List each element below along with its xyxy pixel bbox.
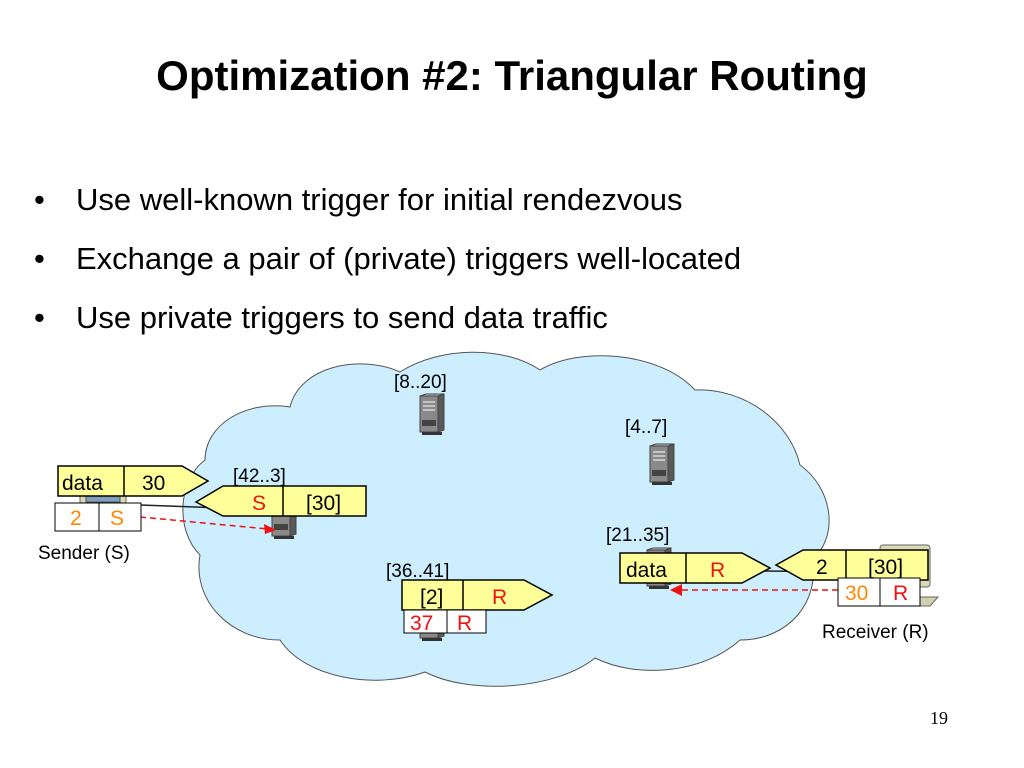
receiver-trigger: 30 R xyxy=(837,577,921,607)
network-cloud xyxy=(182,351,830,687)
bullet-item: Use well-known trigger for initial rende… xyxy=(30,170,741,229)
data-packet-r: data R xyxy=(619,552,772,584)
server-label: [42..3] xyxy=(233,466,286,487)
trigger-cell: S xyxy=(252,492,266,515)
page-number: 19 xyxy=(930,708,948,728)
packet-cell: 2 xyxy=(816,556,828,579)
slide-title: Optimization #2: Triangular Routing xyxy=(156,52,868,99)
server-label: [4..7] xyxy=(625,417,667,438)
packet-cell: R xyxy=(710,559,725,582)
sender-trigger: 2 S xyxy=(54,502,142,532)
packet-cell: data xyxy=(62,472,103,495)
server-icon xyxy=(419,393,445,436)
sender-label: Sender (S) xyxy=(38,543,130,564)
bullet-list: Use well-known trigger for initial rende… xyxy=(30,170,741,347)
server-label: [21..35] xyxy=(606,525,669,546)
receiver-packet: 2 [30] xyxy=(774,549,929,581)
trigger-cell: 37 xyxy=(410,612,433,635)
server-label: [36..41] xyxy=(386,561,449,582)
packet-cell: 30 xyxy=(142,472,165,495)
sender-data-packet: data 30 xyxy=(57,465,210,497)
bullet-item: Use private triggers to send data traffi… xyxy=(30,288,741,347)
server-icon xyxy=(649,443,675,486)
packet-cell: data xyxy=(626,559,667,582)
dashed-arrow xyxy=(670,584,838,596)
server-label: [8..20] xyxy=(394,372,447,393)
trigger-cell: R xyxy=(457,612,472,635)
trigger-s-30: S [30] xyxy=(194,485,367,517)
trigger-cell: 2 xyxy=(70,507,82,530)
trigger-2-r: [2] R xyxy=(401,579,554,611)
dashed-arrow xyxy=(139,516,276,534)
trigger-cell: R xyxy=(492,586,507,609)
trigger-cell: [30] xyxy=(306,492,341,515)
trigger-cell: R xyxy=(893,582,908,605)
trigger-cell: 30 xyxy=(845,582,868,605)
packet-cell: [30] xyxy=(868,556,903,579)
bullet-item: Exchange a pair of (private) triggers we… xyxy=(30,229,741,288)
receiver-label: Receiver (R) xyxy=(822,622,929,643)
trigger-cell: [2] xyxy=(420,586,443,609)
trigger-cell: S xyxy=(110,507,124,530)
private-trigger-37-r: 37 R xyxy=(403,609,487,635)
